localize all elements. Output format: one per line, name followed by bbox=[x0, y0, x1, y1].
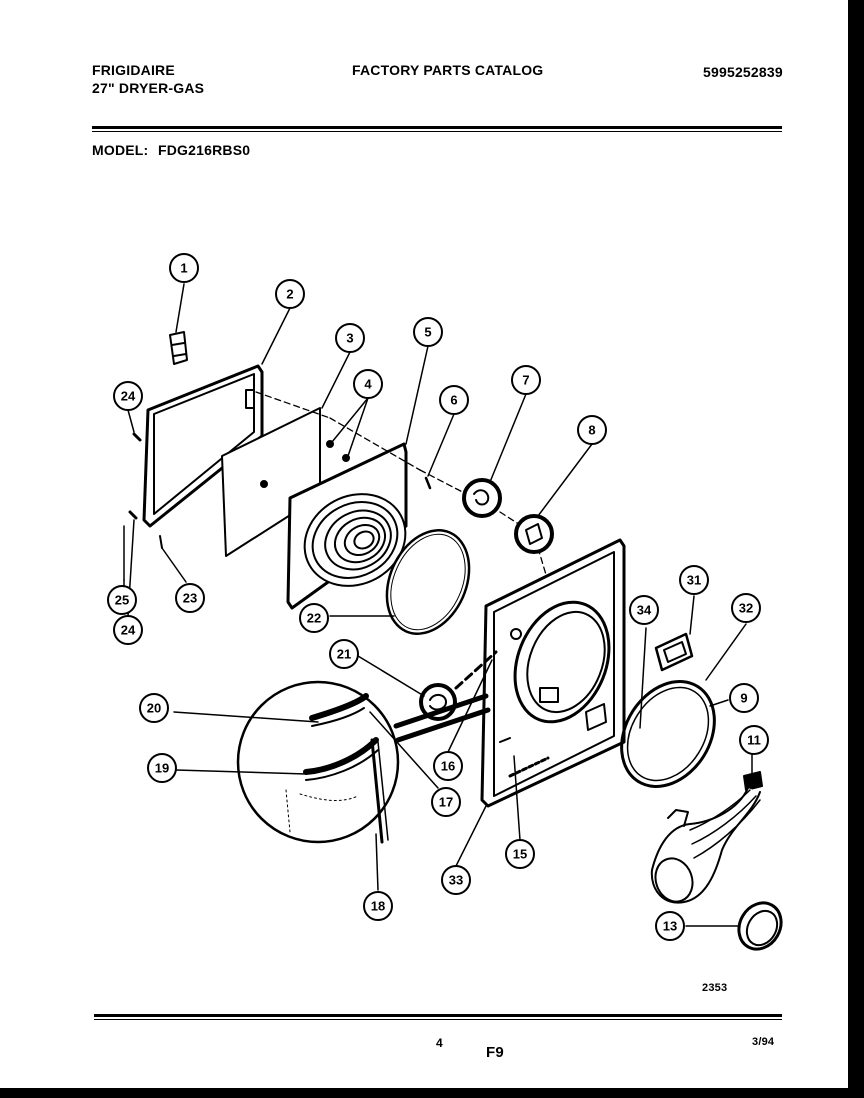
callout-5: 5 bbox=[413, 317, 443, 347]
callout-label: 7 bbox=[522, 373, 529, 388]
part-7-detail bbox=[462, 478, 502, 518]
part-9-drum-seal bbox=[620, 680, 716, 788]
callout-23: 23 bbox=[175, 583, 205, 613]
callout-8: 8 bbox=[577, 415, 607, 445]
callout-label: 17 bbox=[439, 795, 453, 810]
callout-4: 4 bbox=[353, 369, 383, 399]
part-31-bracket bbox=[654, 632, 694, 672]
callout-label: 6 bbox=[450, 393, 457, 408]
callout-34: 34 bbox=[629, 595, 659, 625]
exploded-parts-diagram: 1234567824252423222120191817161533343132… bbox=[107, 253, 783, 951]
footer-rule-thin bbox=[94, 1019, 782, 1020]
brand-name: FRIGIDAIRE bbox=[92, 62, 175, 78]
part-6-screw bbox=[424, 476, 432, 490]
callout-label: 23 bbox=[183, 591, 197, 606]
callout-label: 24 bbox=[121, 389, 136, 404]
callout-31: 31 bbox=[679, 565, 709, 595]
model-label: MODEL: bbox=[92, 142, 149, 158]
part-24-hinge-pins bbox=[128, 432, 142, 520]
page-number: 4 bbox=[436, 1036, 443, 1050]
callout-label: 9 bbox=[740, 691, 747, 706]
callout-label: 34 bbox=[637, 603, 652, 618]
part-8-detail bbox=[514, 514, 554, 554]
callout-13: 13 bbox=[655, 911, 685, 941]
revision-date: 3/94 bbox=[752, 1036, 775, 1048]
header-rule-thick bbox=[92, 126, 782, 129]
magnified-detail-view bbox=[236, 680, 491, 844]
callout-label: 16 bbox=[441, 759, 455, 774]
callout-3: 3 bbox=[335, 323, 365, 353]
header-rule-thin bbox=[92, 131, 782, 132]
part-22-door-gasket bbox=[385, 529, 471, 635]
callout-label: 1 bbox=[180, 261, 187, 276]
callout-label: 25 bbox=[115, 593, 129, 608]
callout-18: 18 bbox=[363, 891, 393, 921]
callout-label: 5 bbox=[424, 325, 431, 340]
callout-label: 21 bbox=[337, 647, 351, 662]
callout-label: 13 bbox=[663, 919, 677, 934]
figure-number: F9 bbox=[486, 1044, 504, 1061]
callout-15: 15 bbox=[505, 839, 535, 869]
callout-20: 20 bbox=[139, 693, 169, 723]
callout-label: 19 bbox=[155, 761, 169, 776]
part-5-inner-door bbox=[286, 442, 408, 610]
callout-33: 33 bbox=[441, 865, 471, 895]
product-name: 27" DRYER-GAS bbox=[92, 80, 205, 96]
callout-label: 2 bbox=[286, 287, 293, 302]
callout-label: 33 bbox=[449, 873, 463, 888]
callout-label: 20 bbox=[147, 701, 161, 716]
callout-19: 19 bbox=[147, 753, 177, 783]
callout-21: 21 bbox=[329, 639, 359, 669]
catalog-number: 5995252839 bbox=[703, 64, 783, 80]
callout-7: 7 bbox=[511, 365, 541, 395]
catalog-sheet: FRIGIDAIRE 27" DRYER-GAS FACTORY PARTS C… bbox=[0, 0, 848, 1088]
callout-label: 31 bbox=[687, 573, 701, 588]
callout-label: 11 bbox=[747, 733, 761, 748]
callout-17: 17 bbox=[431, 787, 461, 817]
callout-label: 24 bbox=[121, 623, 136, 638]
catalog-title: FACTORY PARTS CATALOG bbox=[352, 62, 544, 78]
drawing-number: 2353 bbox=[702, 982, 728, 994]
callout-2: 2 bbox=[275, 279, 305, 309]
part-11-exhaust-duct bbox=[650, 771, 763, 904]
callout-9: 9 bbox=[729, 683, 759, 713]
callout-label: 18 bbox=[371, 899, 385, 914]
callout-label: 8 bbox=[588, 423, 595, 438]
callout-label: 15 bbox=[513, 847, 527, 862]
callout-1: 1 bbox=[169, 253, 199, 283]
callout-6: 6 bbox=[439, 385, 469, 415]
callout-label: 4 bbox=[364, 377, 372, 392]
callout-22: 22 bbox=[299, 603, 329, 633]
part-1-latch bbox=[169, 331, 188, 365]
part-23-screw bbox=[159, 535, 163, 549]
callout-11: 11 bbox=[739, 725, 769, 755]
part-4-screws bbox=[326, 440, 350, 462]
footer-rule-thick bbox=[94, 1014, 782, 1017]
callout-32: 32 bbox=[731, 593, 761, 623]
callout-label: 3 bbox=[346, 331, 353, 346]
leader-lines bbox=[123, 283, 753, 927]
part-15-front-panel bbox=[480, 538, 626, 808]
callout-25: 25 bbox=[107, 585, 137, 615]
callout-label: 32 bbox=[739, 601, 753, 616]
model-number: FDG216RBS0 bbox=[158, 142, 251, 158]
part-13-duct-cap bbox=[737, 901, 783, 951]
callouts: 1234567824252423222120191817161533343132… bbox=[107, 253, 769, 941]
callout-label: 22 bbox=[307, 611, 321, 626]
callout-24: 24 bbox=[113, 381, 143, 411]
callout-16: 16 bbox=[433, 751, 463, 781]
callout-24: 24 bbox=[113, 615, 143, 645]
